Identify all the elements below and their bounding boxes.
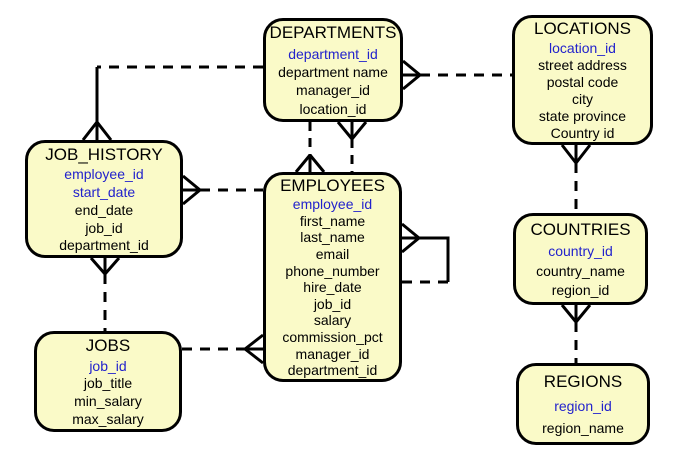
field-employee-id: employee_id xyxy=(292,196,373,213)
crow-foot-employees-top xyxy=(294,154,326,173)
field-department-id: department_id xyxy=(288,45,378,62)
rel-departments-jobhistory xyxy=(81,65,263,141)
entity-title-departments: DEPARTMENTS xyxy=(269,23,397,43)
rel-employees-jobhistory xyxy=(182,174,263,206)
rel-departments-employees xyxy=(294,122,326,173)
entity-job-history[interactable]: JOB_HISTORY employee_id start_date end_d… xyxy=(25,140,183,258)
field-end-date: end_date xyxy=(74,201,134,218)
rel-jobs-employees xyxy=(182,333,264,365)
crow-foot-departments-right xyxy=(402,59,421,91)
field-department-id: department_id xyxy=(59,237,149,254)
field-manager-id: manager_id xyxy=(295,345,370,362)
field-min-salary: min_salary xyxy=(74,393,142,410)
entity-title-locations: LOCATIONS xyxy=(534,19,631,38)
entity-regions[interactable]: REGIONS region_id region_name xyxy=(516,363,650,445)
crow-foot-employees-right xyxy=(401,222,420,254)
rel-regions-countries xyxy=(560,304,592,363)
rel-loop-solid xyxy=(419,236,450,282)
field-state-province: state province xyxy=(538,108,627,124)
field-start-date: start_date xyxy=(72,184,136,201)
entity-employees[interactable]: EMPLOYEES employee_id first_name last_na… xyxy=(263,172,402,382)
field-job-title: job_title xyxy=(83,375,133,392)
rel-locations-departments xyxy=(402,59,512,91)
field-job-id: job_id xyxy=(89,357,127,374)
field-hire-date: hire_date xyxy=(303,279,362,296)
field-region-id: region_id xyxy=(554,398,612,414)
field-street-address: street address xyxy=(538,57,627,73)
entity-title-jobs: JOBS xyxy=(85,335,131,355)
crow-foot-jobhistory-top xyxy=(81,121,113,141)
field-job-id: job_id xyxy=(85,219,123,236)
crow-foot-departments-bottom xyxy=(336,121,368,140)
crow-foot-jobhistory-bottom xyxy=(89,257,121,275)
entity-title-employees: EMPLOYEES xyxy=(280,175,385,195)
rel-jobs-jobhistory xyxy=(89,257,121,331)
entity-title-regions: REGIONS xyxy=(543,372,623,391)
field-country-id: Country id xyxy=(550,125,615,141)
field-postal-code: postal code xyxy=(546,74,619,90)
field-location-id: location_id xyxy=(549,40,616,56)
field-last-name: last_name xyxy=(300,229,365,246)
entity-title-countries: COUNTRIES xyxy=(530,219,631,239)
field-commission-pct: commission_pct xyxy=(282,329,383,346)
field-salary: salary xyxy=(313,312,352,329)
entity-locations[interactable]: LOCATIONS location_id street address pos… xyxy=(512,15,653,145)
field-job-id: job_id xyxy=(313,295,352,312)
field-first-name: first_name xyxy=(299,212,366,229)
rel-countries-locations xyxy=(560,144,592,213)
entity-title-job-history: JOB_HISTORY xyxy=(45,144,163,164)
field-department-id: department_id xyxy=(287,362,378,379)
field-country-id: country_id xyxy=(548,243,613,260)
field-max-salary: max_salary xyxy=(72,411,144,428)
crow-foot-employees-left xyxy=(244,333,264,365)
field-email: email xyxy=(315,246,350,263)
rel-employees-departments xyxy=(336,121,368,172)
field-phone-number: phone_number xyxy=(285,262,380,279)
entity-countries[interactable]: COUNTRIES country_id country_name region… xyxy=(513,213,648,305)
field-region-name: region_name xyxy=(542,420,624,436)
crow-foot-locations-bottom xyxy=(560,144,592,164)
field-department-name: department name xyxy=(278,63,388,80)
crow-foot-countries-bottom xyxy=(560,304,592,323)
field-manager-id: manager_id xyxy=(296,82,370,99)
field-employee-id: employee_id xyxy=(64,166,144,183)
field-country-name: country_name xyxy=(536,262,625,279)
field-city: city xyxy=(572,91,593,107)
field-region-id: region_id xyxy=(551,282,610,299)
entity-departments[interactable]: DEPARTMENTS department_id department nam… xyxy=(263,18,403,122)
field-location-id: location_id xyxy=(299,100,367,117)
crow-foot-jobhistory-right xyxy=(182,174,201,206)
rel-employees-self xyxy=(401,222,450,284)
entity-jobs[interactable]: JOBS job_id job_title min_salary max_sal… xyxy=(34,331,182,432)
